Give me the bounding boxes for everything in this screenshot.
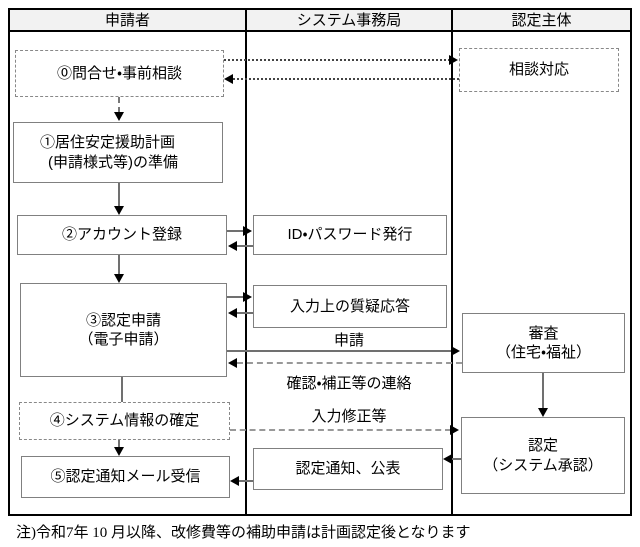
arrowhead-application-to-qa [243, 292, 252, 302]
arrowhead-inquiry-to-plan [114, 112, 124, 121]
box-plan-line2: (申請様式等)の準備 [48, 153, 178, 171]
box-consult-label: 相談対応 [508, 61, 569, 79]
box-review-line1: 審査 [528, 324, 559, 342]
arrowhead-input-fix [450, 425, 459, 435]
diagram-frame [8, 8, 632, 516]
arrowhead-account-to-idpw [243, 226, 252, 236]
box-notice-publish: 認定通知、公表 [253, 448, 443, 490]
lane-divider-1 [245, 10, 247, 514]
arrow-confirm-correction [237, 362, 462, 364]
arrowhead-consult-to-inquiry [224, 74, 233, 84]
arrow-plan-to-account [118, 183, 120, 207]
lane-header-system-office: システム事務局 [296, 12, 402, 29]
arrow-inquiry-to-consult [224, 59, 450, 61]
box-system-info-label: ④システム情報の確定 [49, 412, 200, 430]
box-id-password-label: ID・パスワード発行 [287, 226, 413, 244]
box-notice-mail: ⑤認定通知メール受信 [21, 456, 230, 498]
arrow-account-to-idpw [227, 230, 245, 232]
arrowhead-confirm-correction [228, 358, 237, 368]
arrowhead-publish-to-notice-mail [230, 476, 239, 486]
box-review-line2: （住宅・福祉） [495, 344, 592, 361]
lane-divider-2 [451, 10, 453, 514]
box-notice-mail-label: ⑤認定通知メール受信 [50, 468, 201, 486]
lane-header-applicant: 申請者 [104, 12, 150, 29]
arrow-qa-to-application [237, 312, 253, 314]
box-input-qa: 入力上の質疑応答 [253, 285, 447, 328]
arrowhead-idpw-to-account [228, 241, 237, 251]
arrow-system-info-to-notice-mail [118, 440, 120, 449]
box-approval: 認定 （システム承認） [461, 417, 625, 494]
arrow-consult-to-inquiry [233, 78, 459, 80]
box-plan-line1: ①居住安定援助計画 [40, 134, 176, 151]
arrowhead-account-to-application [114, 274, 124, 283]
label-confirm-correction: 確認・補正等の連絡 [286, 375, 412, 392]
box-review: 審査 （住宅・福祉） [462, 313, 625, 373]
arrowhead-qa-to-application [228, 308, 237, 318]
arrowhead-approval-to-publish [443, 454, 452, 464]
box-notice-publish-label: 認定通知、公表 [295, 460, 401, 478]
lane-header-certifier: 認定主体 [511, 12, 572, 29]
arrow-publish-to-notice-mail [239, 480, 253, 482]
arrow-idpw-to-account [237, 245, 253, 247]
arrow-inquiry-to-plan [118, 97, 120, 113]
footnote: 注)令和7年 10 月以降、改修費等の補助申請は計画認定後となります [16, 525, 471, 541]
box-consult-response: 相談対応 [459, 48, 619, 92]
box-certification-application: ③認定申請 （電子申請） [20, 283, 227, 377]
box-id-password: ID・パスワード発行 [253, 215, 447, 255]
arrowhead-inquiry-to-consult [449, 55, 458, 65]
box-inquiry: ⓪問合せ・事前相談 [15, 50, 224, 97]
arrowhead-review-to-approval [538, 408, 548, 417]
box-system-info-fixed: ④システム情報の確定 [19, 402, 230, 440]
box-plan-preparation: ①居住安定援助計画 (申請様式等)の準備 [13, 122, 223, 183]
arrow-application-to-qa [227, 296, 245, 298]
box-inquiry-label: ⓪問合せ・事前相談 [56, 64, 183, 82]
box-account-registration: ②アカウント登録 [17, 215, 227, 255]
arrow-approval-to-publish [450, 458, 461, 460]
box-input-qa-label: 入力上の質疑応答 [289, 297, 410, 315]
lane-header-row [10, 10, 630, 32]
label-apply: 申請 [333, 332, 364, 349]
box-account-label: ②アカウント登録 [61, 226, 182, 244]
arrow-input-fix [230, 429, 451, 431]
box-application-line1: ③認定申請 [85, 311, 161, 329]
arrow-account-to-application [118, 255, 120, 275]
arrow-review-to-approval [542, 373, 544, 409]
label-input-fix: 入力修正等 [311, 408, 387, 425]
box-approval-line2: （システム承認） [483, 456, 603, 474]
line-application-to-system-info [121, 377, 123, 402]
box-application-line2: （電子申請） [78, 331, 169, 348]
arrowhead-plan-to-account [114, 206, 124, 215]
box-approval-line1: 認定 [527, 437, 558, 454]
arrowhead-system-info-to-notice-mail [114, 447, 124, 456]
arrowhead-apply [451, 346, 460, 356]
arrow-apply [227, 350, 453, 352]
